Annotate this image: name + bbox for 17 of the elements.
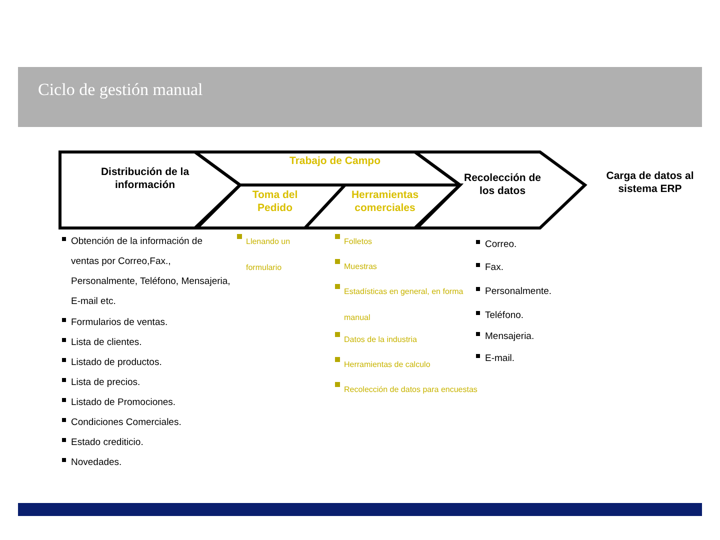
list-item: Recolección de datos para encuestas: [335, 377, 494, 403]
title: Ciclo de gestión manual: [38, 80, 203, 100]
stage-label: Toma del Pedido: [251, 189, 299, 215]
list-item: Condiciones Comerciales.: [62, 413, 241, 433]
stage-label: Recolección de los datos: [462, 172, 542, 198]
list-item: Formularios de ventas.: [62, 313, 241, 333]
stage-heading: Trabajo de Campo: [288, 155, 382, 168]
stage-label: Carga de datos al sistema ERP: [605, 170, 695, 196]
list-item: Lista de clientes.: [62, 333, 241, 353]
stage-label: Distribución de la información: [100, 166, 190, 192]
list-item: Obtención de la información de ventas por Correo,Fax., Personalmente, Teléfono, Mensajeria, E-mail etc.: [62, 232, 231, 312]
list-item: Listado de Promociones.: [62, 393, 241, 413]
list-item: Estado crediticio.: [62, 433, 241, 453]
list-item: Llenando un formulario: [237, 229, 316, 281]
list-item: Novedades.: [62, 453, 241, 473]
list-item: Listado de productos.: [62, 353, 241, 373]
list-item: Lista de precios.: [62, 373, 241, 393]
